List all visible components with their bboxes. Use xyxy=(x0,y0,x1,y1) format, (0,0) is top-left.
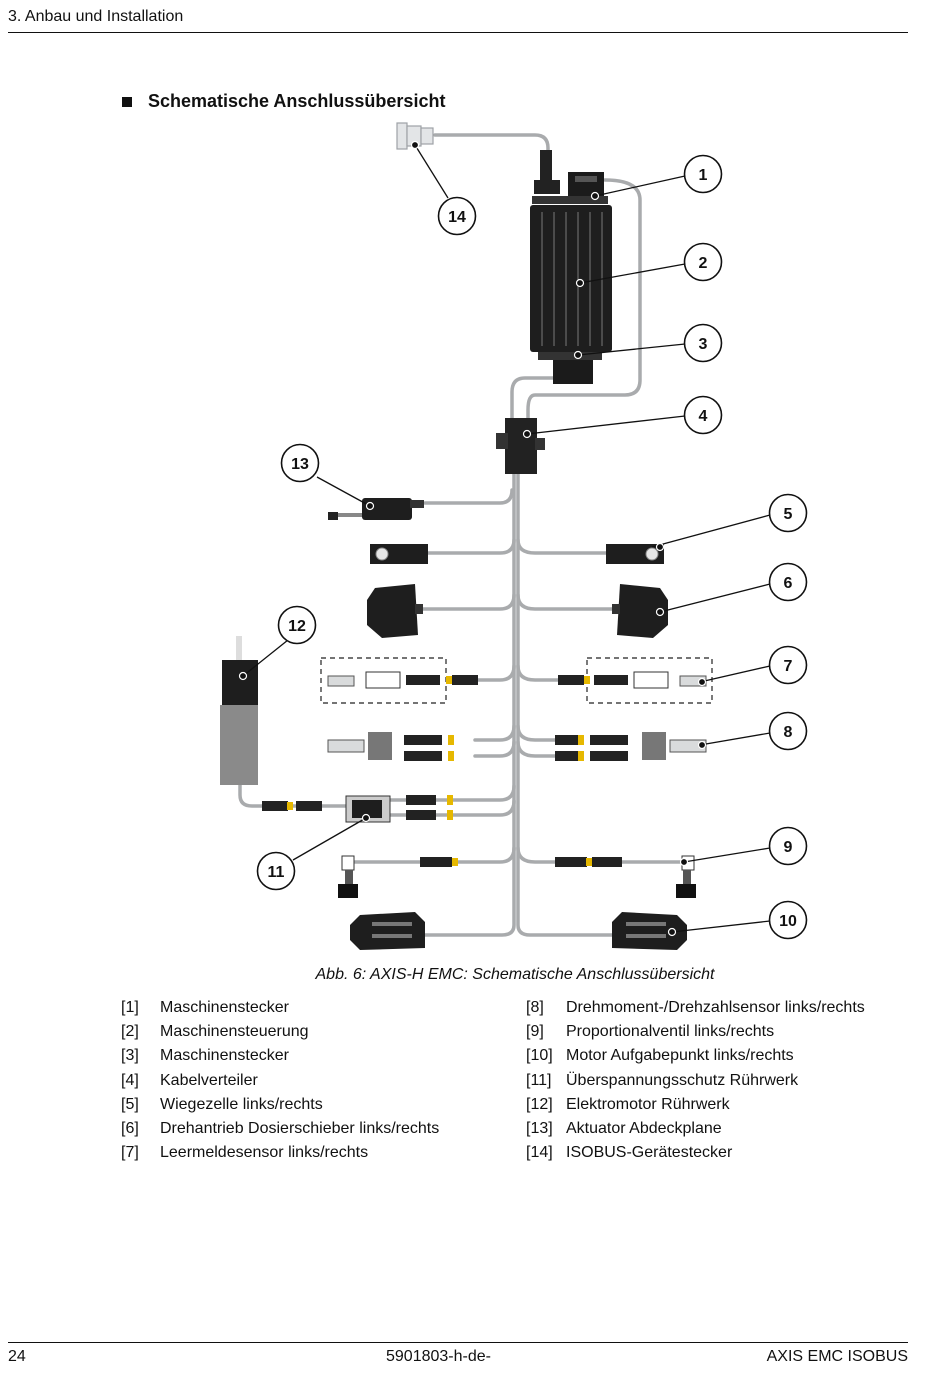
proportional-valve-right xyxy=(555,855,696,898)
legend-number: [9] xyxy=(526,1023,544,1041)
document-number: 5901803-h-de- xyxy=(386,1348,491,1365)
weigh-cell-right xyxy=(606,544,664,564)
legend-number: [5] xyxy=(121,1095,139,1113)
leader-lines xyxy=(242,144,771,933)
chapter-header: 3. Anbau und Installation xyxy=(8,8,184,25)
machine-connector-bottom xyxy=(538,352,602,384)
legend-item: [2] Maschinensteuerung xyxy=(121,1020,439,1044)
agitator-motor xyxy=(220,636,258,785)
callout-13: 13 xyxy=(291,456,309,473)
legend-number: [6] xyxy=(121,1120,139,1138)
callout-circles xyxy=(256,154,808,940)
machine-connector-top xyxy=(532,150,608,204)
callout-4: 4 xyxy=(699,408,708,425)
legend-label: Leermeldesensor links/rechts xyxy=(160,1144,369,1162)
footer-divider xyxy=(8,1342,908,1343)
legend-label: Wiegezelle links/rechts xyxy=(160,1095,323,1113)
legend-label: Maschinenstecker xyxy=(160,999,289,1016)
callout-8: 8 xyxy=(784,724,793,741)
legend-right: [8] Drehmoment-/Drehzahlsensor links/rech… xyxy=(526,996,865,1165)
legend-item: [5] Wiegezelle links/rechts xyxy=(121,1093,439,1117)
rotary-drive-right xyxy=(612,584,668,638)
legend-number: [4] xyxy=(121,1071,139,1089)
legend-label: ISOBUS-Gerätestecker xyxy=(566,1144,733,1162)
legend-item: [3] Maschinenstecker xyxy=(121,1044,439,1068)
legend-item: [1] Maschinenstecker xyxy=(121,996,439,1020)
legend-label: Motor Aufgabepunkt links/rechts xyxy=(566,1047,794,1065)
legend-number: [8] xyxy=(526,999,544,1016)
motor-left xyxy=(350,912,425,950)
callout-12: 12 xyxy=(288,618,306,635)
header-divider xyxy=(8,32,908,33)
legend-number: [12] xyxy=(526,1095,553,1113)
legend-item: [12] Elektromotor Rührwerk xyxy=(526,1093,865,1117)
legend-item: [8] Drehmoment-/Drehzahlsensor links/rech… xyxy=(526,996,865,1020)
legend-number: [7] xyxy=(121,1144,139,1162)
product-name: AXIS EMC ISOBUS xyxy=(766,1348,908,1365)
control-unit xyxy=(530,205,612,352)
torque-speed-sensor-left xyxy=(327,732,454,761)
legend-item: [11] Überspannungsschutz Rührwerk xyxy=(526,1069,865,1093)
legend-label: Aktuator Abdeckplane xyxy=(566,1120,722,1138)
legend-label: Maschinenstecker xyxy=(160,1047,289,1065)
legend-item: [9] Proportionalventil links/rechts xyxy=(526,1020,865,1044)
weigh-cell-left xyxy=(370,544,428,564)
actuator xyxy=(328,498,424,520)
legend-item: [13] Aktuator Abdeckplane xyxy=(526,1117,865,1141)
callout-11: 11 xyxy=(268,864,285,881)
legend-item: [14] ISOBUS-Gerätestecker xyxy=(526,1141,865,1165)
legend-label: Kabelverteiler xyxy=(160,1071,258,1089)
callout-6: 6 xyxy=(784,575,793,592)
callout-14: 14 xyxy=(448,209,466,226)
leader-dots xyxy=(238,140,707,937)
empty-sensor-right xyxy=(558,657,713,704)
legend-number: [2] xyxy=(121,1023,139,1041)
callout-2: 2 xyxy=(699,255,708,272)
legend-item: [10] Motor Aufgabepunkt links/rechts xyxy=(526,1044,865,1068)
legend-label: Maschinensteuerung xyxy=(160,1023,309,1041)
section-heading: Schematische Anschlussübersicht xyxy=(122,91,445,112)
rotary-drive-left xyxy=(367,584,423,638)
callout-3: 3 xyxy=(699,336,708,353)
legend-item: [4] Kabelverteiler xyxy=(121,1069,439,1093)
cable-distributor xyxy=(496,418,545,474)
legend-item: [6] Drehantrieb Dosierschieber links/rech… xyxy=(121,1117,439,1141)
legend-label: Elektromotor Rührwerk xyxy=(566,1095,730,1113)
callout-10: 10 xyxy=(779,913,797,930)
cable-harness xyxy=(238,133,685,937)
figure-caption: Abb. 6: AXIS-H EMC: Schematische Anschlu… xyxy=(315,966,715,983)
legend-label: Drehantrieb Dosierschieber links/rechts xyxy=(160,1120,440,1138)
legend-number: [14] xyxy=(526,1144,553,1162)
surge-protection xyxy=(262,795,453,823)
legend-label: Drehmoment-/Drehzahlsensor links/rechts xyxy=(566,999,865,1016)
motor-right xyxy=(612,912,687,950)
proportional-valve-left xyxy=(338,855,458,898)
legend-number: [3] xyxy=(121,1047,139,1065)
isobus-connector xyxy=(396,122,434,150)
legend-number: [1] xyxy=(121,999,139,1016)
connection-diagram: 1 2 3 4 5 6 7 8 9 10 11 12 13 14 xyxy=(220,122,808,950)
callout-1: 1 xyxy=(699,167,708,184)
section-title: Schematische Anschlussübersicht xyxy=(148,91,446,111)
legend-number: [13] xyxy=(526,1120,553,1138)
legend-number: [10] xyxy=(526,1047,553,1065)
legend-item: [7] Leermeldesensor links/rechts xyxy=(121,1141,439,1165)
callout-9: 9 xyxy=(784,839,793,856)
empty-sensor-left xyxy=(320,657,478,704)
legend-left: [1] Maschinenstecker [2] Maschinensteuerun… xyxy=(121,996,439,1165)
legend-number: [11] xyxy=(526,1071,552,1089)
legend-label: Proportionalventil links/rechts xyxy=(566,1023,775,1041)
torque-speed-sensor-right xyxy=(555,732,707,761)
legend-label: Überspannungsschutz Rührwerk xyxy=(566,1071,799,1089)
square-bullet-icon xyxy=(122,96,132,107)
callout-7: 7 xyxy=(784,658,793,675)
callout-5: 5 xyxy=(784,506,793,523)
page-number: 24 xyxy=(8,1348,26,1365)
